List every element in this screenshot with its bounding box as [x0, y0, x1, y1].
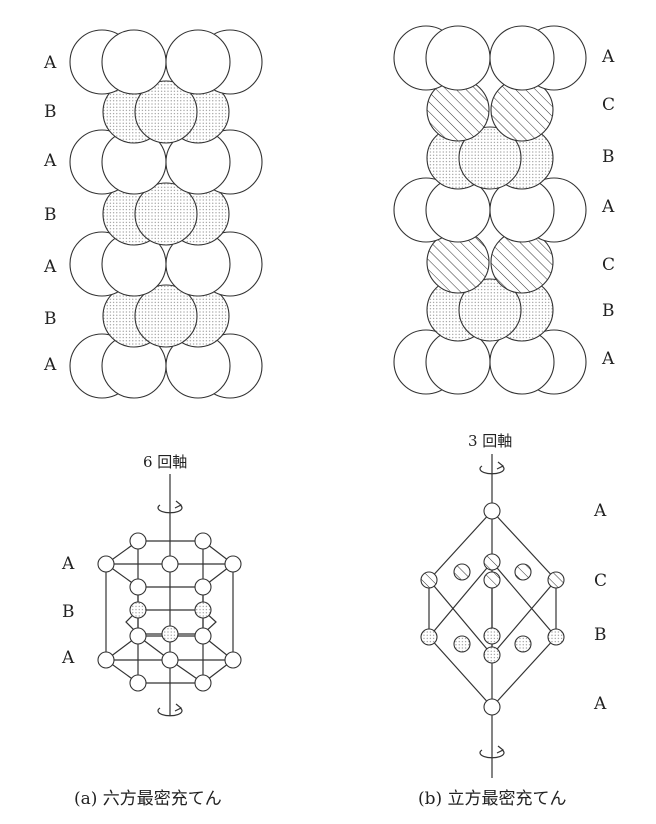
hcp-layer-label: B — [44, 309, 57, 329]
hcp-caption: (a) 六方最密充てん — [74, 789, 222, 809]
hcp-unit-cell: 6 回軸 — [61, 453, 242, 717]
atom-a — [161, 555, 179, 573]
hcp-layer-label: A — [43, 257, 57, 277]
rotation-arrow-icon — [157, 707, 183, 717]
ccp-layer-label: C — [602, 95, 615, 115]
hcp-layer-label: A — [43, 53, 57, 73]
sphere-layer-b — [458, 126, 522, 190]
ccp-layer-label: A — [601, 349, 615, 369]
atom-b — [483, 627, 501, 645]
atom-a — [194, 578, 212, 596]
atom-a — [224, 555, 242, 573]
hcp-atoms — [97, 532, 242, 692]
rotation-arrowhead-icon — [496, 745, 505, 754]
ccp-layer-label: A — [601, 197, 615, 217]
ccp-caption: (b) 立方最密充てん — [418, 789, 567, 809]
ccp-stack-labels: A C B A C B A — [601, 47, 615, 369]
atom-b — [547, 628, 565, 646]
atom-a — [129, 627, 147, 645]
sphere-layer-b — [134, 182, 198, 246]
ccp-unit-cell: 3 回軸 — [420, 432, 607, 778]
hcp-cell-layer-label: A — [61, 554, 75, 574]
hcp-layer-label: B — [44, 102, 57, 122]
hcp-cell-layer-label: B — [62, 602, 75, 622]
rotation-arrow-icon — [479, 465, 505, 475]
atom-a — [483, 502, 501, 520]
hcp-stack-labels: A B A B A B A — [43, 53, 57, 375]
atom-c — [514, 563, 532, 581]
ccp-layer-label: B — [602, 301, 615, 321]
atom-c — [547, 571, 565, 589]
rotation-arrowhead-icon — [174, 500, 183, 509]
sphere-layer-a — [425, 25, 491, 91]
atom-b — [161, 625, 179, 643]
hcp-layer-label: A — [43, 355, 57, 375]
sphere-layer-b — [134, 80, 198, 144]
hcp-axis-label: 6 回軸 — [143, 453, 187, 471]
rotation-arrowhead-icon — [496, 461, 505, 470]
rotation-arrow-icon — [157, 504, 183, 514]
sphere-layer-b — [134, 284, 198, 348]
atom-b — [129, 601, 147, 619]
atom-a — [161, 651, 179, 669]
ccp-cell-layer-label: B — [594, 625, 607, 645]
atom-a — [97, 651, 115, 669]
atom-b — [453, 635, 471, 653]
ccp-cell-edges — [428, 510, 557, 708]
atom-a — [97, 555, 115, 573]
atom-b — [194, 601, 212, 619]
atom-a — [194, 674, 212, 692]
atom-a — [129, 674, 147, 692]
atom-a — [194, 532, 212, 550]
atom-b — [483, 646, 501, 664]
atom-b — [514, 635, 532, 653]
ccp-layer-label: C — [602, 255, 615, 275]
atom-a — [129, 578, 147, 596]
atom-c — [420, 571, 438, 589]
ccp-cell-layer-label: A — [593, 694, 607, 714]
atom-a — [194, 627, 212, 645]
hcp-sphere-stack — [69, 29, 263, 399]
ccp-axis-label: 3 回軸 — [468, 432, 512, 450]
sphere-layer-a — [489, 25, 555, 91]
ccp-sphere-stack — [393, 25, 587, 395]
atom-b — [420, 628, 438, 646]
ccp-cell-layer-label: A — [593, 501, 607, 521]
sphere-layer-a — [165, 29, 231, 95]
hcp-cell-layer-label: A — [61, 648, 75, 668]
atom-c — [453, 563, 471, 581]
ccp-atoms — [420, 502, 565, 716]
sphere-layer-b — [458, 278, 522, 342]
ccp-cell-layer-label: C — [594, 571, 607, 591]
rotation-arrow-icon — [479, 749, 505, 759]
hcp-layer-label: A — [43, 151, 57, 171]
atom-a — [224, 651, 242, 669]
atom-a — [129, 532, 147, 550]
ccp-layer-label: A — [601, 47, 615, 67]
ccp-layer-label: B — [602, 147, 615, 167]
atom-c — [483, 571, 501, 589]
sphere-layer-a — [101, 29, 167, 95]
atom-c — [483, 553, 501, 571]
rotation-arrowhead-icon — [174, 703, 183, 712]
hcp-layer-label: B — [44, 205, 57, 225]
atom-a — [483, 698, 501, 716]
